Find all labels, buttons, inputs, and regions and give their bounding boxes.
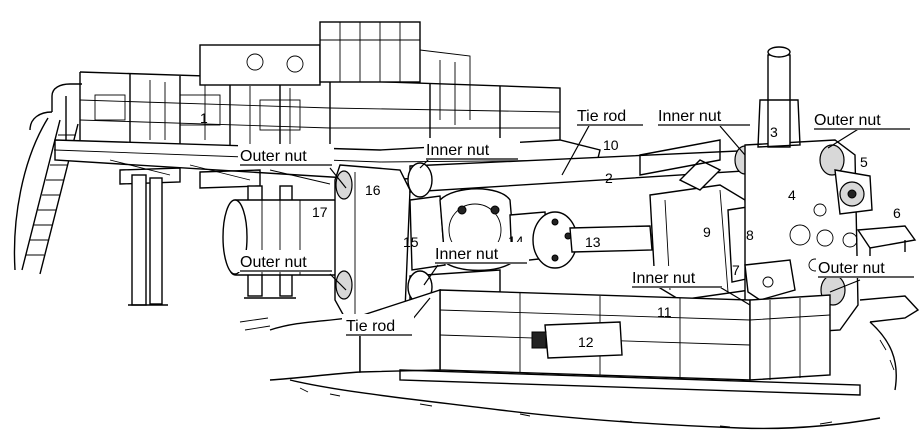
part-number-9: 9 — [703, 224, 711, 240]
part-number-15: 15 — [403, 234, 419, 250]
base-frame — [359, 289, 861, 396]
part-number-6: 6 — [893, 205, 901, 221]
callout-inner-nut-left-top: Inner nut — [426, 142, 490, 159]
access-stairs — [13, 83, 82, 275]
callout-tie-rod-bottom: Tie rod — [346, 318, 395, 335]
shear-unit — [834, 169, 873, 215]
foundation — [239, 295, 920, 430]
callout-leaders — [329, 123, 861, 321]
part-number-13: 13 — [585, 234, 601, 250]
callout-inner-nut-right-bottom: Inner nut — [632, 270, 696, 287]
callout-tie-rod-top: Tie rod — [577, 108, 626, 125]
callout-outer-nut-left-top: Outer nut — [240, 148, 307, 165]
part-number-1: 1 — [200, 110, 208, 126]
part-number-3: 3 — [770, 124, 778, 140]
part-number-12: 12 — [578, 334, 594, 350]
callout-inner-nut-right-top: Inner nut — [658, 108, 722, 125]
part-number-7: 7 — [732, 262, 740, 278]
part-number-11: 11 — [657, 304, 672, 320]
callout-outer-nut-left-bottom: Outer nut — [240, 254, 307, 271]
part-number-10: 10 — [603, 137, 619, 153]
part-number-2: 2 — [605, 170, 613, 186]
part-number-8: 8 — [746, 227, 754, 243]
part-number-labels: 1 2 3 4 5 6 7 8 9 10 11 12 13 14 15 16 1… — [200, 110, 901, 350]
run-out-table — [856, 225, 917, 262]
column — [757, 46, 801, 148]
callout-outer-nut-right-top: Outer nut — [814, 112, 881, 129]
part-number-16: 16 — [365, 182, 381, 198]
support-bracket — [744, 259, 796, 301]
callout-outer-nut-right-bottom: Outer nut — [818, 260, 885, 277]
part-number-4: 4 — [788, 187, 796, 203]
part-number-5: 5 — [860, 154, 868, 170]
callout-inner-nut-left-bottom: Inner nut — [435, 246, 499, 263]
callout-labels: Outer nut Inner nut Tie rod Inner nut Ou… — [238, 104, 916, 336]
part-number-17: 17 — [312, 204, 328, 220]
